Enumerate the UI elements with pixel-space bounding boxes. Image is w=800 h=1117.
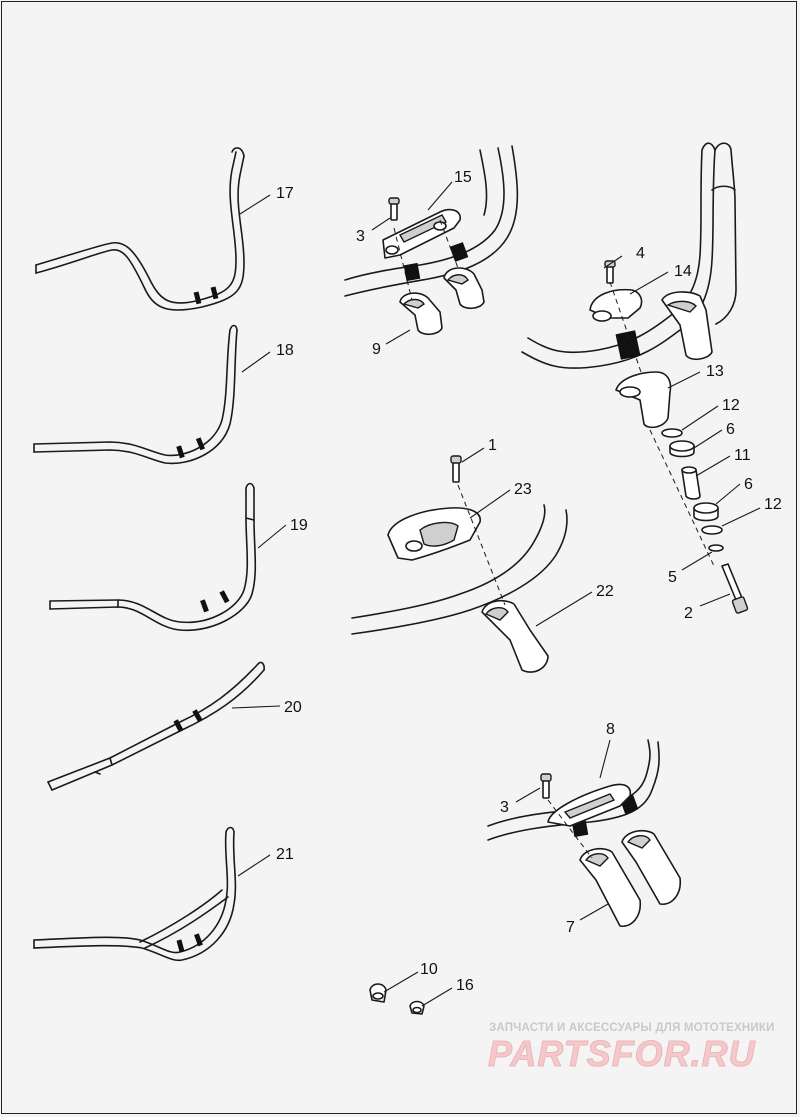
- callout-3-top: 3: [356, 228, 365, 245]
- handlebar-17: [35, 147, 245, 311]
- callout-7: 7: [566, 919, 575, 936]
- assembly-top-center: [344, 145, 519, 336]
- callout-12-upper: 12: [722, 397, 740, 414]
- callout-17: 17: [276, 185, 294, 202]
- callout-14: 14: [674, 263, 692, 280]
- watermark-tagline: ЗАПЧАСТИ И АКСЕССУАРЫ ДЛЯ МОТОТЕХНИКИ: [489, 1022, 775, 1034]
- callout-18: 18: [276, 342, 294, 359]
- callout-9: 9: [372, 341, 381, 358]
- callout-19: 19: [290, 517, 308, 534]
- callout-12-lower: 12: [764, 496, 782, 513]
- clip-parts: [369, 983, 425, 1015]
- watermark-logo: PARTSFOR.RU: [488, 1033, 756, 1075]
- callout-8: 8: [606, 721, 615, 738]
- callout-labels: 17 18 19 20 21 3 15 9 4 14 13 12 6 11 6 …: [276, 169, 782, 994]
- callout-15: 15: [454, 169, 472, 186]
- callout-16: 16: [456, 977, 474, 994]
- callout-13: 13: [706, 363, 724, 380]
- assembly-middle: [351, 455, 568, 673]
- callout-6-upper: 6: [726, 421, 735, 438]
- callout-10: 10: [420, 961, 438, 978]
- handlebar-18: [33, 324, 238, 465]
- leader-lines: [231, 181, 761, 1007]
- assembly-right: [521, 142, 749, 614]
- handlebar-20: [47, 661, 265, 791]
- callout-20: 20: [284, 699, 302, 716]
- callout-21: 21: [276, 846, 294, 863]
- callout-3-bottom: 3: [500, 799, 509, 816]
- callout-1: 1: [488, 437, 497, 454]
- callout-23: 23: [514, 481, 532, 498]
- callout-11: 11: [734, 447, 751, 464]
- handlebar-19: [49, 482, 257, 632]
- callout-5: 5: [668, 569, 677, 586]
- callout-22: 22: [596, 583, 614, 600]
- handlebar-21: [33, 826, 237, 962]
- callout-6-lower: 6: [744, 476, 753, 493]
- callout-4: 4: [636, 245, 645, 262]
- callout-2: 2: [684, 605, 693, 622]
- assembly-bottom-right: [487, 739, 682, 927]
